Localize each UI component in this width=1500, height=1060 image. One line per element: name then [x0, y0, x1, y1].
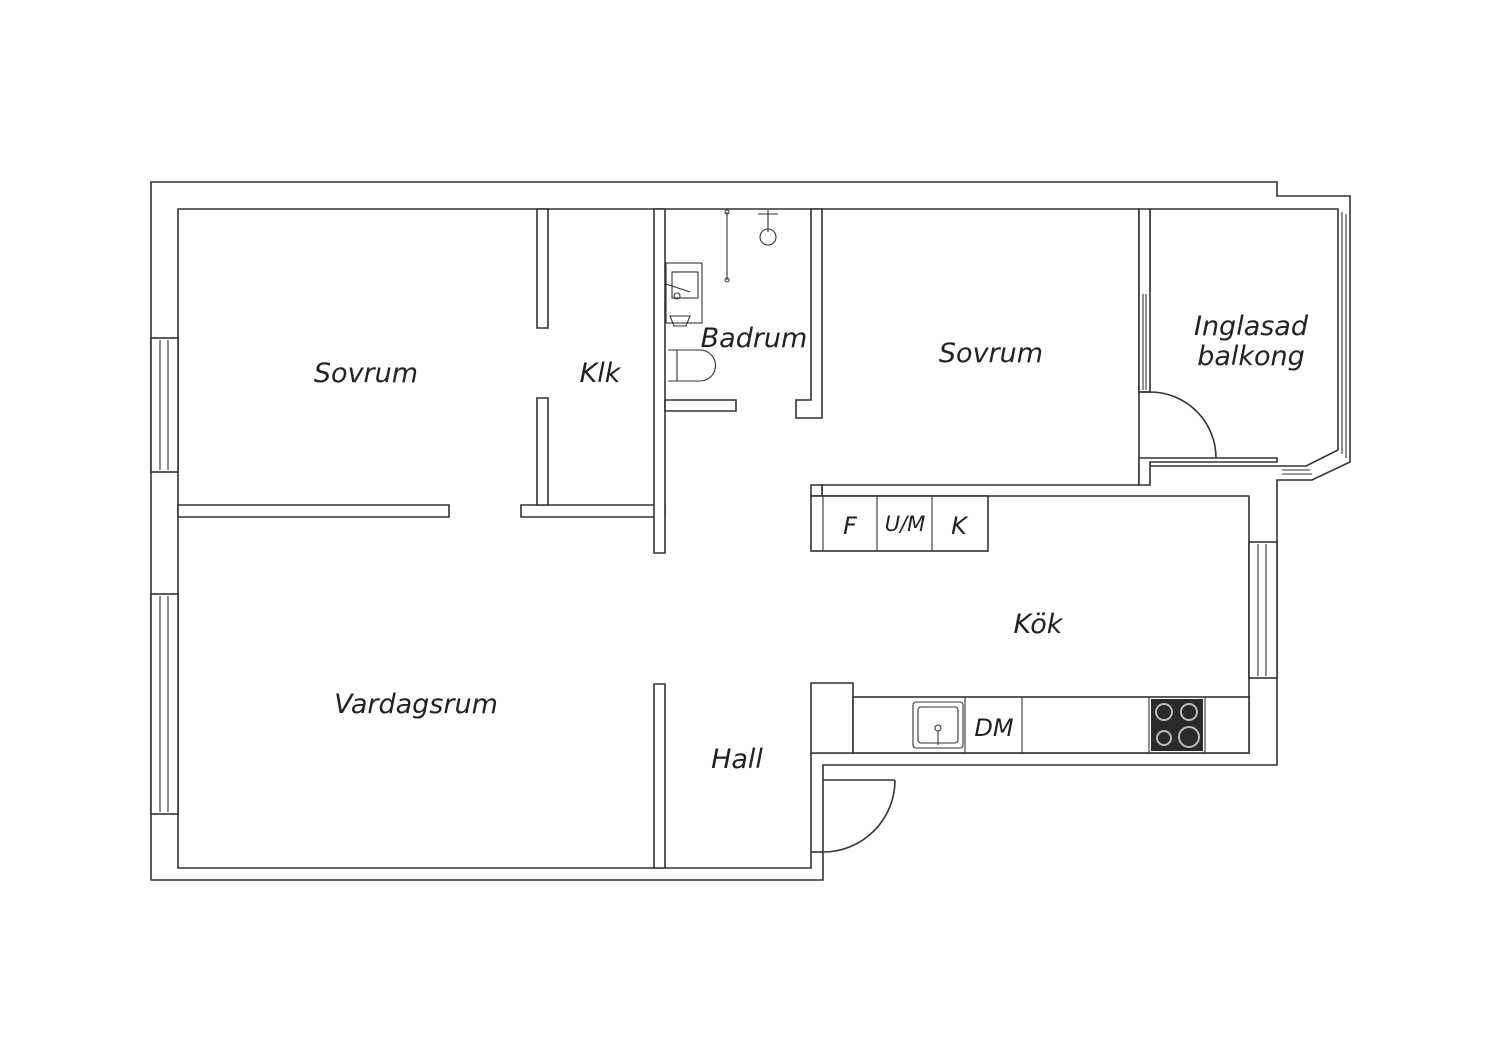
- fixture-label-dishwasher: DM: [974, 714, 1013, 742]
- washbasin-fixture: [665, 262, 703, 327]
- window-bedroom-balcony: [1142, 294, 1147, 390]
- tall-cabinets: [810, 495, 989, 552]
- wall-bath-right: [795, 208, 823, 419]
- window-left-top: [150, 337, 179, 473]
- balcony-door: [1139, 391, 1217, 459]
- stove-fixture: [1151, 699, 1203, 751]
- room-label-balcony-line2: balkong: [1197, 341, 1305, 372]
- toilet-fixture: [668, 349, 716, 382]
- wall-bedroom-right-bottom: [810, 484, 823, 497]
- room-label-bedroom-left: Sovrum: [314, 358, 418, 389]
- room-label-living-room: Vardagsrum: [334, 689, 498, 720]
- room-label-bedroom-right: Sovrum: [939, 338, 1043, 369]
- wall-hall-kitchen: [810, 682, 854, 754]
- fixture-label-freezer: K: [951, 512, 969, 540]
- fixture-label-washer-dryer: U/M: [885, 512, 926, 536]
- entrance-door: [811, 779, 896, 853]
- shower-fixture: [724, 209, 778, 283]
- room-label-balcony-line1: Inglasad: [1194, 311, 1309, 342]
- wall-bedroom-closet-lower: [536, 397, 549, 506]
- outer-wall: [150, 181, 1351, 881]
- wall-bedroom-balcony-lower: [1138, 457, 1278, 486]
- balcony-glazing: [1282, 212, 1347, 475]
- wall-bedroom-bottom: [177, 504, 450, 518]
- room-label-kitchen: Kök: [1014, 609, 1064, 640]
- fixture-label-fridge: F: [843, 512, 858, 540]
- wall-bedroom-closet: [536, 208, 549, 329]
- wall-bath-bottom: [664, 399, 737, 412]
- room-label-bathroom: Badrum: [701, 323, 808, 354]
- sink-fixture: [912, 701, 964, 749]
- room-label-closet: Klk: [580, 358, 622, 389]
- wall-bedroom-balcony: [1138, 208, 1151, 393]
- window-kitchen: [1248, 541, 1278, 679]
- window-left-bottom: [150, 593, 179, 815]
- wall-hall-left: [653, 683, 666, 869]
- wall-closet-bath: [653, 208, 666, 554]
- room-label-hall: Hall: [711, 744, 763, 775]
- wall-closet-bottom: [520, 504, 666, 518]
